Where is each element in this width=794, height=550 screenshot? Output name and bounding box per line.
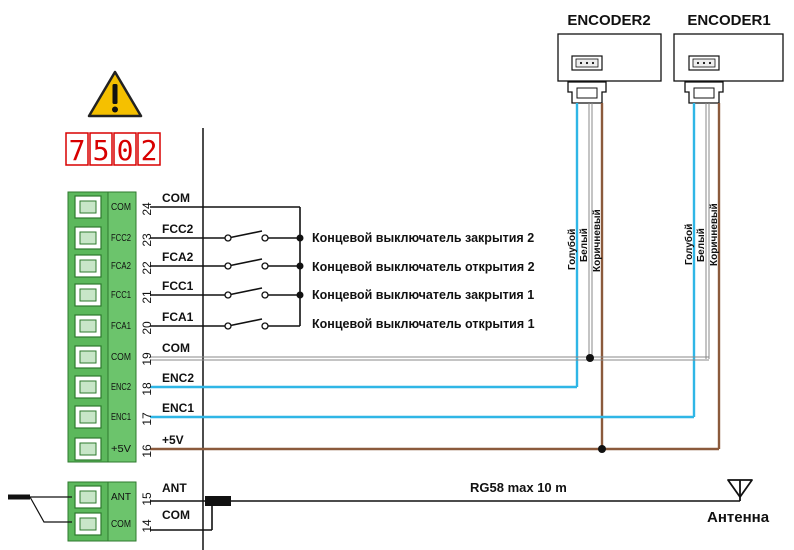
switch-contacts [224,234,269,330]
switch-junctions [296,234,304,299]
terminal-label: ENC2 [111,382,131,393]
encoder-junctions [586,354,606,453]
terminal-screw [74,345,102,369]
terminal-screw [74,437,102,461]
terminal-label: FCC2 [111,233,131,244]
encoder1-wire-blue-label: Голубой [683,224,695,265]
display-digit-1: 7 [69,134,86,167]
switch-label-closing-1: Концевой выключатель закрытия 1 [312,288,534,302]
terminal-number: 16 [140,444,154,458]
cable-label: RG58 max 10 m [470,480,567,495]
terminal-label: FCA2 [111,261,131,272]
display-digit-4: 2 [141,134,158,167]
terminal-number: 17 [140,412,154,426]
terminal-number: 14 [140,519,154,533]
terminal-screw [74,375,102,399]
terminal-screw [74,512,102,536]
seven-segment-display: 7 5 0 2 [65,132,161,167]
antenna-label: Антенна [707,509,770,526]
terminal-signal-label: FCC1 [162,279,194,293]
encoder2-box [557,33,662,104]
encoder1-title: ENCODER1 [687,12,770,29]
encoder1-wire-brown-label: Коричневый [709,203,720,266]
terminal-signal-label: COM [162,341,190,355]
encoder1-wire-labels: Голубой Белый Коричневый [683,203,720,266]
terminal-label: COM [111,202,131,213]
terminal-signal-label: ENC1 [162,401,194,415]
display-digit-3: 0 [117,134,134,167]
terminal-label: FCA1 [111,321,131,332]
terminal-number: 24 [140,202,154,216]
terminal-screw [74,254,102,278]
encoder2-wire-brown-label: Коричневый [592,209,603,272]
terminal-signal-label: FCA1 [162,310,194,324]
terminal-signal-label: ANT [162,481,187,495]
terminal-screw [74,405,102,429]
encoder2-wire-blue-label: Голубой [566,229,578,270]
terminal-screw [74,314,102,338]
terminal-label: +5V [111,444,131,455]
switch-label-opening-2: Концевой выключатель открытия 2 [312,260,535,274]
warning-icon [87,70,143,118]
encoder2-wire-labels: Голубой Белый Коричневый [566,209,603,272]
terminal-number: 22 [140,261,154,275]
antenna-wiring [8,479,753,531]
terminal-screw [74,283,102,307]
terminal-screw [74,195,102,219]
encoder1-box [673,33,784,104]
terminal-label: ANT [111,492,131,503]
terminal-signal-label: +5V [162,433,184,447]
terminal-number: 19 [140,352,154,366]
switch-label-closing-2: Концевой выключатель закрытия 2 [312,231,534,245]
terminal-signal-label: ENC2 [162,371,194,385]
limit-switch-wiring [150,206,301,327]
terminal-signal-label: COM [162,508,190,522]
terminal-screw [74,226,102,250]
terminal-number: 15 [140,492,154,506]
display-digit-2: 5 [93,134,110,167]
terminal-label: COM [111,519,131,530]
terminal-label: COM [111,352,131,363]
terminal-number: 18 [140,382,154,396]
terminal-signal-label: FCC2 [162,222,194,236]
encoder2-wire-white-label: Белый [579,228,590,262]
encoder-titles: ENCODER2 ENCODER1 [567,12,770,29]
terminal-number: 21 [140,290,154,304]
switch-label-opening-1: Концевой выключатель открытия 1 [312,317,535,331]
terminal-block-main [67,191,137,463]
encoder2-title: ENCODER2 [567,12,650,29]
terminal-label: ENC1 [111,412,131,423]
encoder1-wire-white-label: Белый [696,228,707,262]
terminal-signal-label: FCA2 [162,250,194,264]
terminal-block-antenna [67,481,137,542]
terminal-screw [74,485,102,509]
terminal-number: 23 [140,233,154,247]
terminal-label: FCC1 [111,290,131,301]
terminal-number: 20 [140,321,154,335]
terminal-signal-label: COM [162,191,190,205]
switch-labels: Концевой выключатель закрытия 2 Концевой… [312,231,535,331]
encoder-wiring [150,103,721,451]
